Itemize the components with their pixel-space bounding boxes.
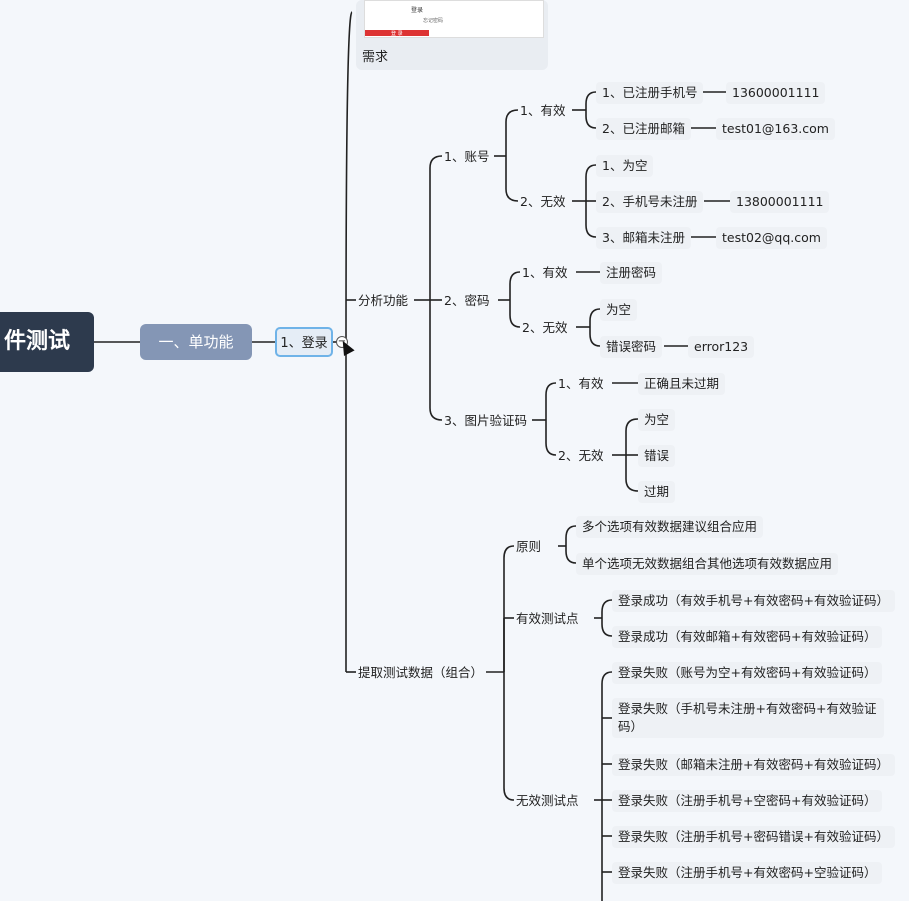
captcha-invalid-node[interactable]: 2、无效: [558, 448, 604, 463]
password-invalid-item[interactable]: 错误密码: [600, 336, 663, 358]
captcha-valid-item[interactable]: 正确且未过期: [638, 373, 726, 395]
invalid-point-item[interactable]: 登录失败（账号为空+有效密码+有效验证码）: [612, 662, 883, 684]
password-invalid-node[interactable]: 2、无效: [522, 320, 568, 335]
extract-node[interactable]: 提取测试数据（组合）: [358, 665, 484, 680]
password-valid-item[interactable]: 注册密码: [600, 262, 663, 284]
requirement-image: 登录 忘记密码 登 录: [364, 0, 544, 38]
account-invalid-value[interactable]: test02@qq.com: [716, 227, 827, 249]
account-invalid-item[interactable]: 1、为空: [596, 155, 654, 177]
valid-point-item[interactable]: 登录成功（有效手机号+有效密码+有效验证码）: [612, 590, 895, 612]
account-valid-value[interactable]: test01@163.com: [716, 118, 835, 140]
password-invalid-item[interactable]: 为空: [600, 299, 638, 321]
collapse-icon[interactable]: −: [336, 336, 348, 348]
root-node[interactable]: 件测试: [0, 312, 94, 372]
thumb-title: 登录: [411, 7, 424, 14]
account-invalid-item[interactable]: 3、邮箱未注册: [596, 227, 691, 249]
level1-node[interactable]: 一、单功能: [140, 324, 252, 360]
account-invalid-value[interactable]: 13800001111: [730, 191, 830, 213]
password-invalid-value[interactable]: error123: [688, 336, 755, 358]
valid-point-item[interactable]: 登录成功（有效邮箱+有效密码+有效验证码）: [612, 626, 883, 648]
principle-node[interactable]: 原则: [516, 539, 542, 554]
captcha-node[interactable]: 3、图片验证码: [444, 413, 527, 428]
principle-item[interactable]: 多个选项有效数据建议组合应用: [576, 516, 764, 538]
invalid-point-item[interactable]: 登录失败（注册手机号+有效密码+空验证码）: [612, 862, 883, 884]
captcha-invalid-item[interactable]: 为空: [638, 409, 676, 431]
account-invalid-node[interactable]: 2、无效: [520, 194, 566, 209]
principle-item[interactable]: 单个选项无效数据组合其他选项有效数据应用: [576, 553, 839, 575]
captcha-valid-node[interactable]: 1、有效: [558, 376, 604, 391]
requirement-label: 需求: [362, 50, 389, 65]
invalid-points-node[interactable]: 无效测试点: [516, 793, 579, 808]
thumb-login-button: 登 录: [365, 30, 429, 37]
invalid-point-line: 登录失败（手机号未注册+有效密码+有效验证: [618, 701, 877, 716]
invalid-point-line: 码）: [618, 719, 644, 734]
password-node[interactable]: 2、密码: [444, 293, 490, 308]
captcha-invalid-item[interactable]: 过期: [638, 481, 676, 503]
analysis-node[interactable]: 分析功能: [358, 293, 409, 308]
invalid-point-item[interactable]: 登录失败（注册手机号+密码错误+有效验证码）: [612, 826, 895, 848]
account-valid-item[interactable]: 1、已注册手机号: [596, 82, 704, 104]
password-valid-node[interactable]: 1、有效: [522, 265, 568, 280]
account-node[interactable]: 1、账号: [444, 149, 490, 164]
invalid-point-item[interactable]: 登录失败（注册手机号+空密码+有效验证码）: [612, 790, 883, 812]
invalid-point-item[interactable]: 登录失败（邮箱未注册+有效密码+有效验证码）: [612, 754, 895, 776]
requirement-card[interactable]: 登录 忘记密码 登 录 需求: [356, 0, 548, 70]
invalid-point-item[interactable]: 登录失败（手机号未注册+有效密码+有效验证 码）: [612, 698, 884, 738]
account-valid-item[interactable]: 2、已注册邮箱: [596, 118, 691, 140]
account-valid-value[interactable]: 13600001111: [726, 82, 826, 104]
valid-points-node[interactable]: 有效测试点: [516, 611, 579, 626]
captcha-invalid-item[interactable]: 错误: [638, 445, 676, 467]
thumb-small-text: 忘记密码: [423, 18, 444, 24]
account-valid-node[interactable]: 1、有效: [520, 103, 566, 118]
level2-node-login[interactable]: 1、登录: [275, 327, 333, 357]
account-invalid-item[interactable]: 2、手机号未注册: [596, 191, 704, 213]
